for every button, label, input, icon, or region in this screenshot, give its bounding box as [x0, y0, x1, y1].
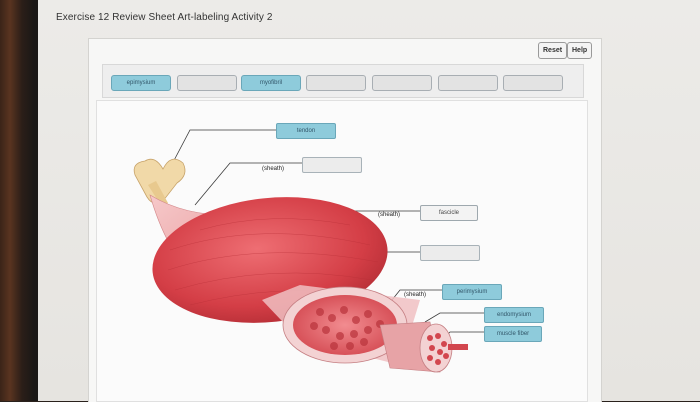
target-muscle-fiber[interactable]: muscle fiber — [484, 326, 542, 342]
bone-shape — [133, 158, 186, 207]
target-fascicle[interactable]: fascicle — [420, 205, 478, 221]
label-bank-item[interactable] — [306, 75, 366, 91]
target-drop-zone[interactable] — [420, 245, 480, 261]
target-endomysium[interactable]: endomysium — [484, 307, 544, 323]
label-bank-item[interactable]: myofibril — [241, 75, 301, 91]
label-bank-item[interactable] — [438, 75, 498, 91]
caption-sheath: (sheath) — [378, 212, 401, 218]
page-title: Exercise 12 Review Sheet Art-labeling Ac… — [56, 12, 273, 23]
label-bank-item[interactable] — [177, 75, 237, 91]
reset-button[interactable]: Reset — [538, 42, 568, 59]
label-bank-item[interactable] — [503, 75, 563, 91]
help-button[interactable]: Help — [567, 42, 593, 59]
target-perimysium[interactable]: perimysium — [442, 284, 502, 300]
caption-sheath: (sheath) — [262, 166, 285, 172]
target-drop-zone[interactable] — [302, 157, 362, 173]
caption-sheath: (sheath) — [404, 292, 427, 298]
target-tendon[interactable]: tendon — [276, 123, 336, 139]
label-bank-item[interactable]: epimysium — [111, 75, 171, 91]
label-bank-item[interactable] — [372, 75, 432, 91]
